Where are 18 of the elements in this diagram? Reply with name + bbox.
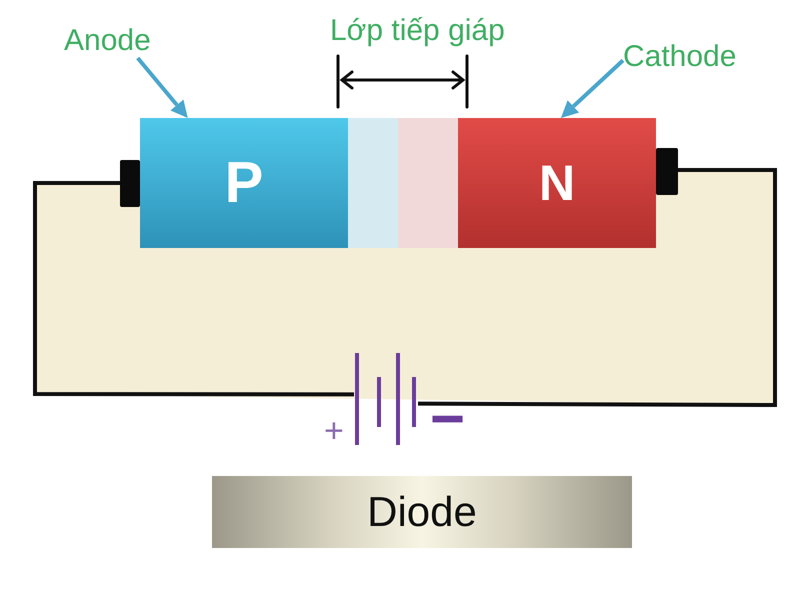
leader-arrow: [136, 56, 188, 118]
battery-symbol: [354, 353, 418, 445]
polarity-sign: +: [324, 418, 344, 444]
region-letter: P: [224, 151, 264, 215]
leader-arrow: [560, 58, 624, 118]
junction-band: [348, 118, 398, 248]
callout-label: Cathode: [623, 40, 736, 74]
dimension-label: Lớp tiếp giáp: [330, 14, 505, 48]
region-letter: N: [538, 156, 576, 210]
polarity-sign: −: [430, 411, 466, 427]
title-plate: [212, 476, 632, 548]
wire: [33, 181, 354, 396]
title-text: Diode: [367, 488, 477, 536]
wire: [418, 168, 777, 407]
semiconductor-block: [458, 118, 656, 248]
callout-label: Anode: [64, 24, 151, 58]
junction-band: [398, 118, 458, 248]
semiconductor-block: [140, 118, 348, 248]
